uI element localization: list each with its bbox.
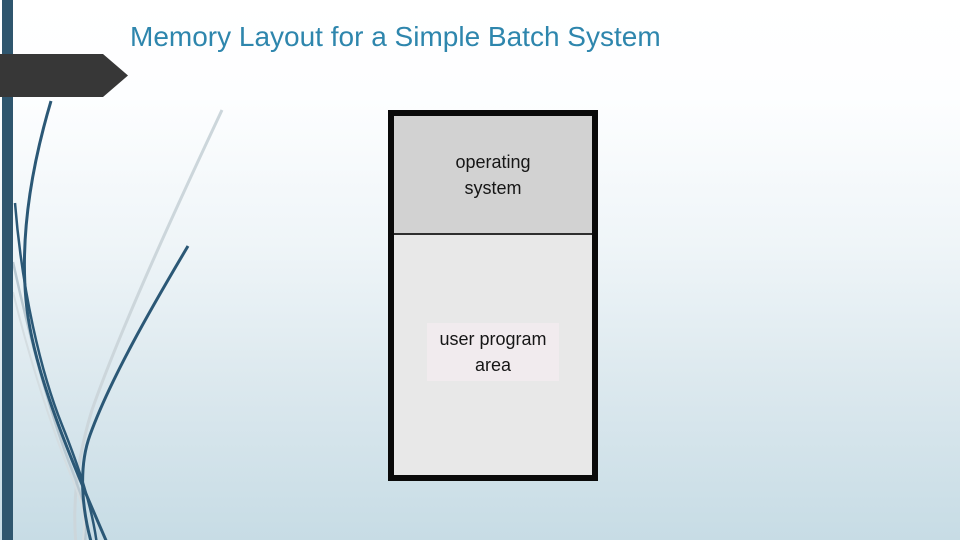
right-arrow-icon xyxy=(0,54,128,97)
slide-title: Memory Layout for a Simple Batch System xyxy=(130,21,661,52)
light-swoosh-curves xyxy=(11,109,224,540)
operating-system-section: operating system xyxy=(394,116,592,235)
vertical-accent-bar xyxy=(2,0,13,540)
user-program-area-section: user program area xyxy=(394,235,592,475)
memory-layout-box: operating system user program area xyxy=(388,110,598,481)
dark-swoosh-curves xyxy=(13,100,190,540)
left-decoration xyxy=(0,0,224,540)
operating-system-label: operating system xyxy=(455,151,531,198)
user-program-area-label: user program area xyxy=(427,323,559,381)
